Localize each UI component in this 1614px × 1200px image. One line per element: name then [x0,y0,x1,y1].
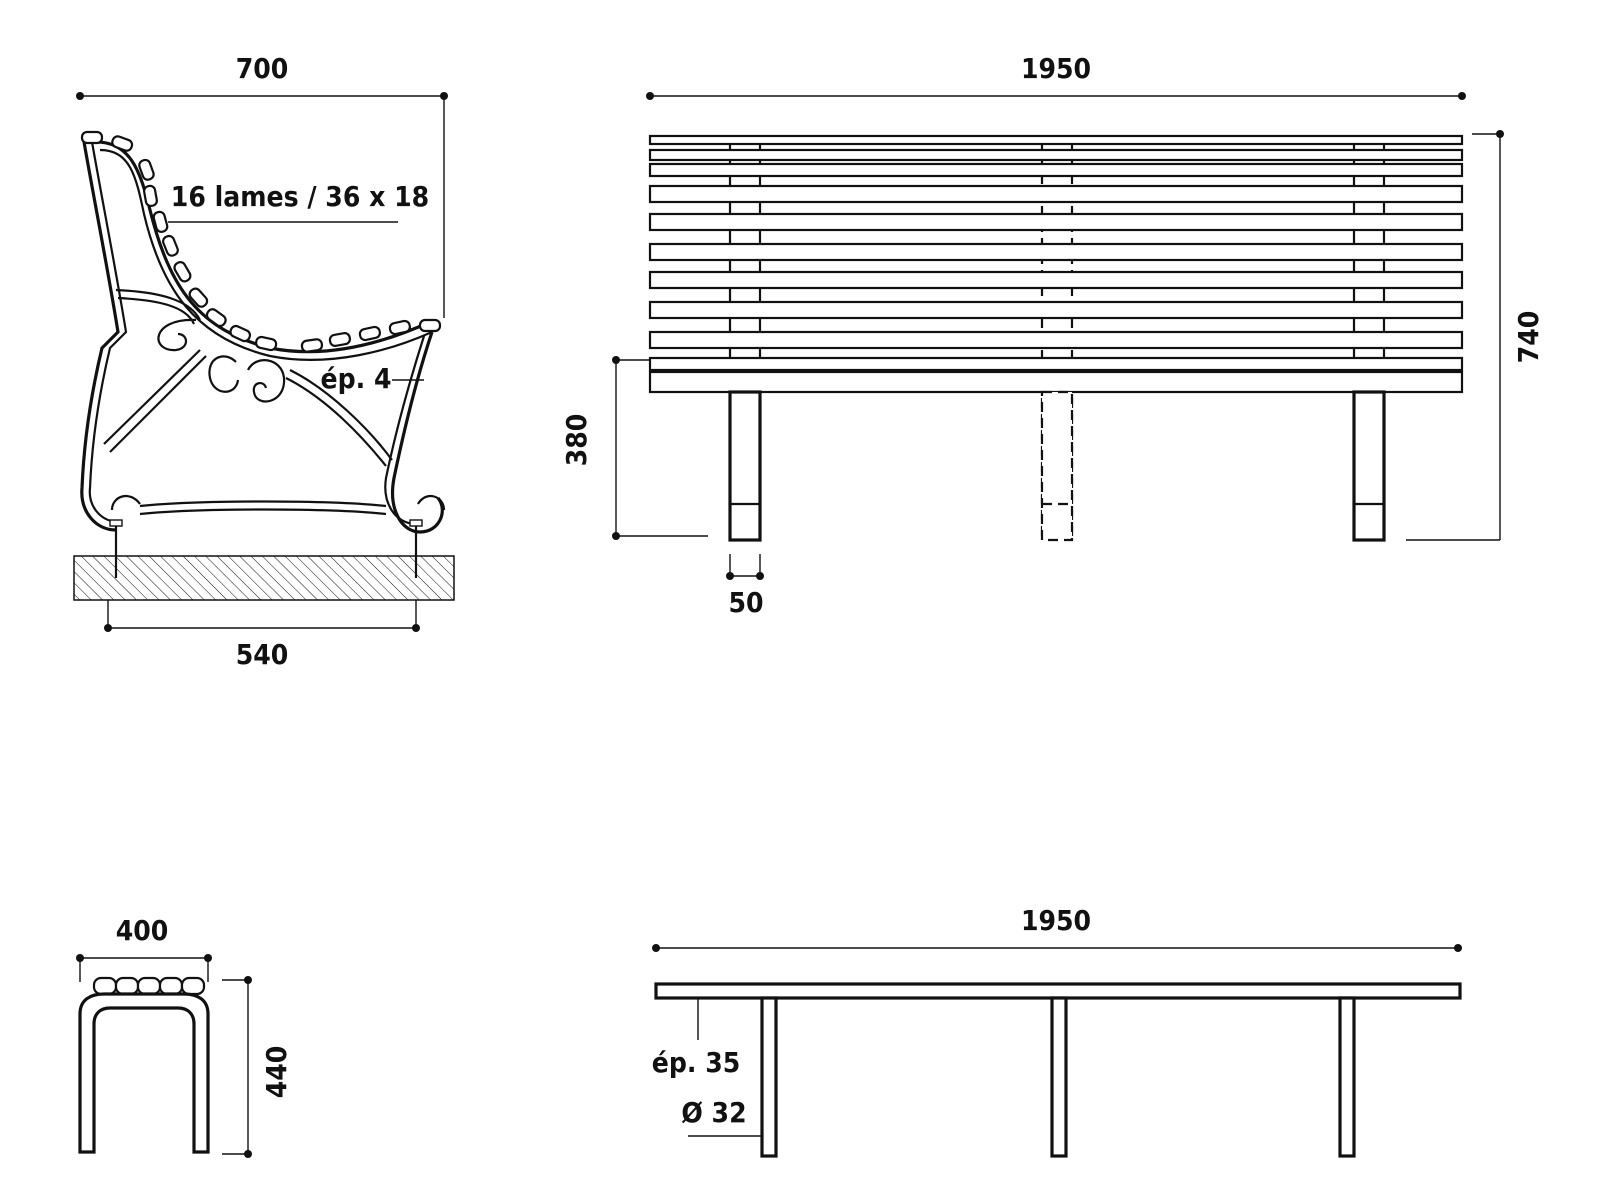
front-slat [648,148,1464,162]
front-slat [648,270,1464,290]
dim-side-width: 700 [76,52,448,318]
front-legs [728,390,1386,542]
dim-side-base-label: 540 [236,638,289,671]
dim-stool-height-label: 440 [260,1046,293,1099]
stool-leg-left [760,996,778,1158]
side-slat [205,308,227,328]
front-slat [648,370,1464,394]
stool-leg-middle [1050,996,1068,1158]
dim-front-height: 740 [1406,130,1545,541]
dim-stool-front-width: 1950 [652,904,1462,952]
front-slat [648,242,1464,262]
stool-leg-right [1338,996,1356,1158]
front-slat [648,212,1464,232]
dim-front-width-label: 1950 [1021,52,1091,85]
front-slats [648,134,1464,394]
stool-side-slats [92,976,206,996]
side-slat [143,184,158,208]
stool-side-view: 400 440 [76,914,293,1158]
dim-side-base: 540 [104,600,420,671]
side-slat [358,325,381,342]
side-slat [162,234,179,257]
side-slat [255,335,278,352]
dim-front-height-label: 740 [1512,311,1545,364]
dim-front-leg-width-label: 50 [728,586,763,619]
dim-side-width-label: 700 [236,52,289,85]
side-slat [388,319,411,336]
side-slat [173,261,192,283]
stool-seat-board [654,982,1462,1000]
stool-front-view: 1950 ép. 35 Ø 32 [652,904,1462,1158]
side-slat [188,287,209,308]
side-slat [80,130,104,145]
dim-stool-width: 400 [76,914,212,982]
side-slat [111,135,134,152]
side-thickness-annotation: ép. 4 [321,362,392,395]
front-slat [648,184,1464,204]
dim-front-seat-height: 380 [560,356,708,540]
front-slat [648,162,1464,178]
front-slat [648,330,1464,350]
ground-block [73,555,455,601]
side-slat [152,210,169,233]
dim-stool-height: 440 [222,976,293,1158]
side-slat [138,158,155,181]
front-slat [648,356,1464,372]
stool-thickness-annotation: ép. 35 [652,1046,741,1079]
dim-front-leg-width: 50 [726,554,764,619]
front-slat [648,300,1464,320]
bench-side-slats [80,130,442,353]
side-slat [229,324,252,343]
bench-front-view: 1950 740 [560,52,1545,619]
front-slat [648,134,1464,146]
bench-side-frame [80,140,446,534]
side-slat [328,332,352,347]
dim-stool-front-width-label: 1950 [1021,904,1091,937]
bench-side-view: 700 [73,52,455,671]
dim-front-width: 1950 [646,52,1466,100]
stool-diameter-annotation: Ø 32 [681,1096,746,1129]
dim-stool-width-label: 400 [116,914,169,947]
slats-annotation: 16 lames / 36 x 18 [171,180,429,213]
side-slat [418,318,442,333]
side-slat [300,338,324,353]
dim-front-seat-height-label: 380 [560,414,593,467]
